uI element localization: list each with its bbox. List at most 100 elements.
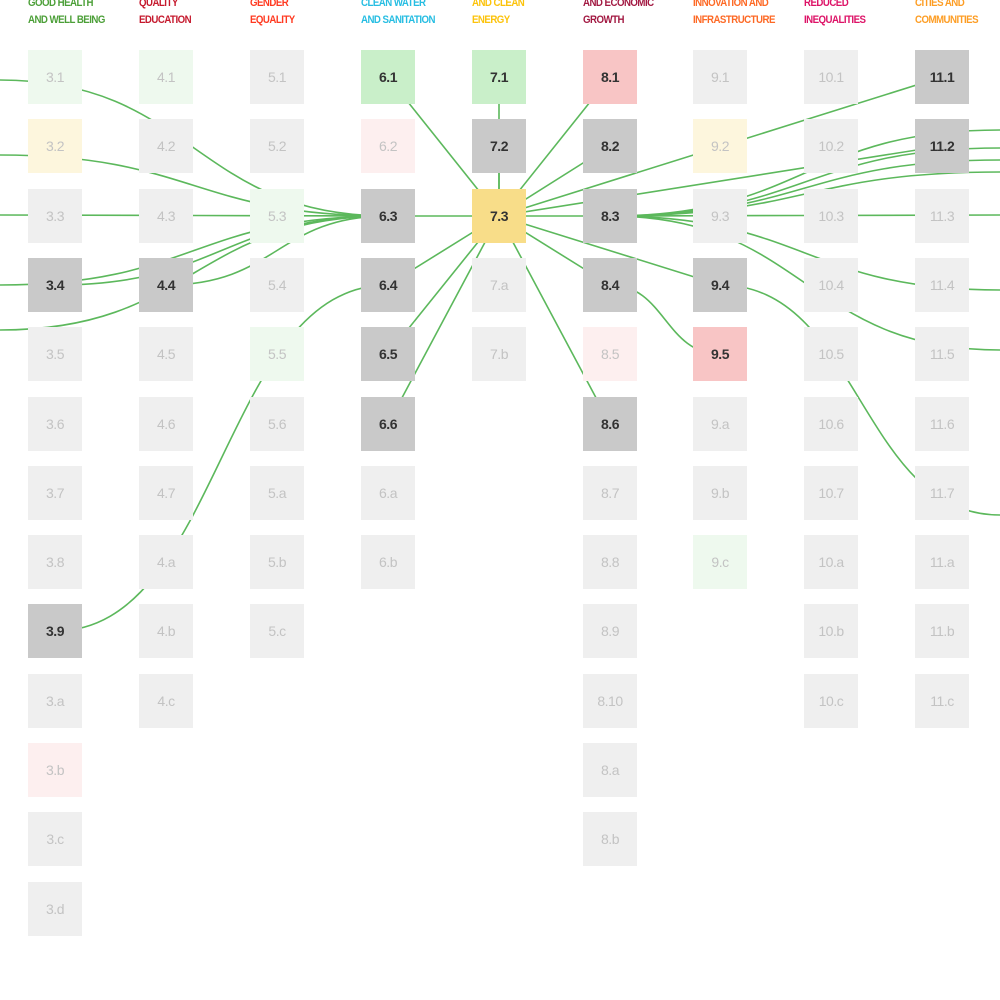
target-tile-4-1[interactable]: 4.1 <box>139 50 193 104</box>
link-7-3-to-9-4 <box>498 215 721 286</box>
target-tile-8-3[interactable]: 8.3 <box>583 189 637 243</box>
target-tile-6-4[interactable]: 6.4 <box>361 258 415 312</box>
target-tile-7-1[interactable]: 7.1 <box>472 50 526 104</box>
target-tile-5-4[interactable]: 5.4 <box>250 258 304 312</box>
target-tile-4-3[interactable]: 4.3 <box>139 189 193 243</box>
target-tile-5-6[interactable]: 5.6 <box>250 397 304 451</box>
target-tile-11-b[interactable]: 11.b <box>915 604 969 658</box>
target-tile-10-2[interactable]: 10.2 <box>804 119 858 173</box>
target-tile-3-c[interactable]: 3.c <box>28 812 82 866</box>
offscreen-link-6-3-left <box>0 215 389 331</box>
target-tile-7-b[interactable]: 7.b <box>472 327 526 381</box>
goal-10-title-line: REDUCED <box>804 0 849 9</box>
goal-8-title-line: GROWTH <box>583 14 624 26</box>
target-tile-4-c[interactable]: 4.c <box>139 674 193 728</box>
target-tile-3-2[interactable]: 3.2 <box>28 119 82 173</box>
target-tile-3-d[interactable]: 3.d <box>28 882 82 936</box>
target-tile-3-6[interactable]: 3.6 <box>28 397 82 451</box>
goal-5-title-line: GENDER <box>250 0 289 9</box>
target-tile-6-5[interactable]: 6.5 <box>361 327 415 381</box>
target-tile-5-2[interactable]: 5.2 <box>250 119 304 173</box>
target-tile-5-c[interactable]: 5.c <box>250 604 304 658</box>
target-tile-9-2[interactable]: 9.2 <box>693 119 747 173</box>
target-tile-3-9[interactable]: 3.9 <box>28 604 82 658</box>
target-tile-10-c[interactable]: 10.c <box>804 674 858 728</box>
target-tile-11-6[interactable]: 11.6 <box>915 397 969 451</box>
target-tile-8-2[interactable]: 8.2 <box>583 119 637 173</box>
goal-4-title-line: EDUCATION <box>139 14 192 26</box>
target-tile-8-10[interactable]: 8.10 <box>583 674 637 728</box>
target-tile-8-8[interactable]: 8.8 <box>583 535 637 589</box>
target-tile-3-1[interactable]: 3.1 <box>28 50 82 104</box>
target-tile-6-a[interactable]: 6.a <box>361 466 415 520</box>
target-tile-11-2[interactable]: 11.2 <box>915 119 969 173</box>
target-tile-5-1[interactable]: 5.1 <box>250 50 304 104</box>
target-tile-11-7[interactable]: 11.7 <box>915 466 969 520</box>
target-tile-3-3[interactable]: 3.3 <box>28 189 82 243</box>
target-tile-9-1[interactable]: 9.1 <box>693 50 747 104</box>
target-tile-4-4[interactable]: 4.4 <box>139 258 193 312</box>
target-tile-4-6[interactable]: 4.6 <box>139 397 193 451</box>
target-tile-8-6[interactable]: 8.6 <box>583 397 637 451</box>
target-tile-11-4[interactable]: 11.4 <box>915 258 969 312</box>
target-tile-4-a[interactable]: 4.a <box>139 535 193 589</box>
target-tile-9-3[interactable]: 9.3 <box>693 189 747 243</box>
target-tile-9-b[interactable]: 9.b <box>693 466 747 520</box>
link-6-3-to-4-4 <box>165 215 389 286</box>
target-tile-10-5[interactable]: 10.5 <box>804 327 858 381</box>
target-tile-11-c[interactable]: 11.c <box>915 674 969 728</box>
goal-7-title-line: AND CLEAN <box>472 0 525 9</box>
target-tile-3-4[interactable]: 3.4 <box>28 258 82 312</box>
target-tile-10-a[interactable]: 10.a <box>804 535 858 589</box>
target-tile-3-b[interactable]: 3.b <box>28 743 82 797</box>
target-tile-11-3[interactable]: 11.3 <box>915 189 969 243</box>
target-tile-10-6[interactable]: 10.6 <box>804 397 858 451</box>
target-tile-3-a[interactable]: 3.a <box>28 674 82 728</box>
target-tile-9-c[interactable]: 9.c <box>693 535 747 589</box>
target-tile-4-b[interactable]: 4.b <box>139 604 193 658</box>
target-tile-10-7[interactable]: 10.7 <box>804 466 858 520</box>
target-tile-8-4[interactable]: 8.4 <box>583 258 637 312</box>
target-tile-8-1[interactable]: 8.1 <box>583 50 637 104</box>
target-tile-9-5[interactable]: 9.5 <box>693 327 747 381</box>
target-tile-4-7[interactable]: 4.7 <box>139 466 193 520</box>
target-tile-9-4[interactable]: 9.4 <box>693 258 747 312</box>
target-tile-10-3[interactable]: 10.3 <box>804 189 858 243</box>
goal-10-title-line: INEQUALITIES <box>804 14 866 26</box>
target-tile-7-3[interactable]: 7.3 <box>472 189 526 243</box>
target-tile-5-a[interactable]: 5.a <box>250 466 304 520</box>
target-tile-6-1[interactable]: 6.1 <box>361 50 415 104</box>
target-tile-11-1[interactable]: 11.1 <box>915 50 969 104</box>
target-tile-11-a[interactable]: 11.a <box>915 535 969 589</box>
target-tile-4-2[interactable]: 4.2 <box>139 119 193 173</box>
target-tile-11-5[interactable]: 11.5 <box>915 327 969 381</box>
target-tile-5-3[interactable]: 5.3 <box>250 189 304 243</box>
target-tile-7-2[interactable]: 7.2 <box>472 119 526 173</box>
target-tile-7-a[interactable]: 7.a <box>472 258 526 312</box>
target-tile-3-7[interactable]: 3.7 <box>28 466 82 520</box>
target-tile-4-5[interactable]: 4.5 <box>139 327 193 381</box>
target-tile-8-9[interactable]: 8.9 <box>583 604 637 658</box>
target-tile-6-3[interactable]: 6.3 <box>361 189 415 243</box>
target-tile-6-6[interactable]: 6.6 <box>361 397 415 451</box>
target-tile-5-5[interactable]: 5.5 <box>250 327 304 381</box>
goal-9-title-line: INNOVATION AND <box>693 0 769 9</box>
target-tile-10-b[interactable]: 10.b <box>804 604 858 658</box>
target-tile-6-2[interactable]: 6.2 <box>361 119 415 173</box>
target-tile-10-4[interactable]: 10.4 <box>804 258 858 312</box>
target-tile-8-5[interactable]: 8.5 <box>583 327 637 381</box>
target-tile-10-1[interactable]: 10.1 <box>804 50 858 104</box>
target-tile-8-a[interactable]: 8.a <box>583 743 637 797</box>
goal-3-title-line: AND WELL BEING <box>28 14 105 26</box>
target-tile-6-b[interactable]: 6.b <box>361 535 415 589</box>
target-tile-8-7[interactable]: 8.7 <box>583 466 637 520</box>
target-tile-5-b[interactable]: 5.b <box>250 535 304 589</box>
target-tile-9-a[interactable]: 9.a <box>693 397 747 451</box>
target-tile-8-b[interactable]: 8.b <box>583 812 637 866</box>
target-tile-3-5[interactable]: 3.5 <box>28 327 82 381</box>
target-tile-3-8[interactable]: 3.8 <box>28 535 82 589</box>
